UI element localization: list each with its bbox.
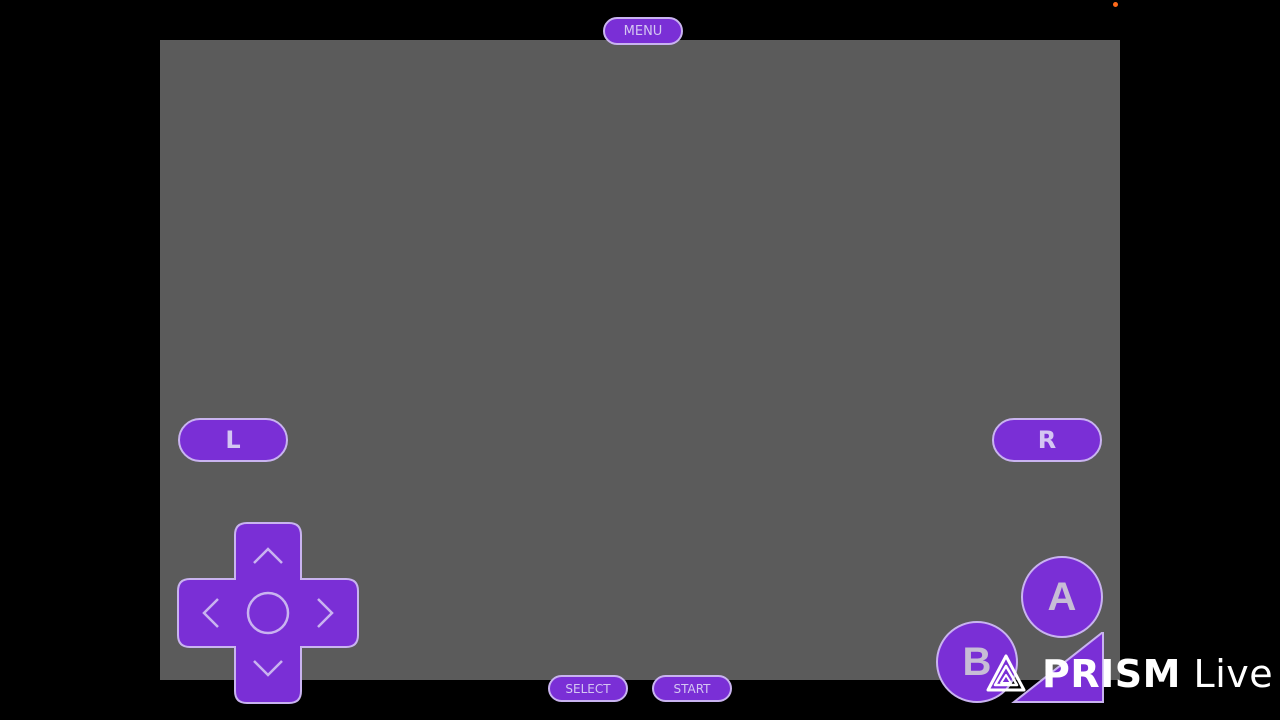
- dpad-right-button[interactable]: [301, 580, 357, 646]
- left-arrow-icon: [202, 598, 219, 628]
- down-arrow-icon: [253, 660, 283, 677]
- dpad-up-button[interactable]: [235, 524, 301, 580]
- circle-icon: [246, 591, 290, 635]
- right-arrow-icon: [317, 598, 334, 628]
- r-shoulder-button[interactable]: R: [992, 418, 1102, 462]
- status-dot-indicator: [1113, 2, 1118, 7]
- game-screen: [160, 40, 1120, 680]
- prism-live-logo-icon: [986, 632, 1104, 703]
- dpad[interactable]: [177, 522, 359, 704]
- menu-button[interactable]: MENU: [603, 17, 683, 45]
- start-button[interactable]: START: [652, 675, 732, 702]
- dpad-down-button[interactable]: [235, 646, 301, 702]
- watermark-bold-text: PRISM: [1042, 652, 1181, 696]
- watermark-text: PRISM Live: [1042, 652, 1273, 696]
- dpad-center-button[interactable]: [243, 588, 293, 638]
- select-button[interactable]: SELECT: [548, 675, 628, 702]
- l-shoulder-button[interactable]: L: [178, 418, 288, 462]
- dpad-shape: [177, 522, 359, 704]
- dpad-left-button[interactable]: [179, 580, 235, 646]
- a-button[interactable]: A: [1021, 556, 1103, 638]
- watermark-light-text: Live: [1180, 652, 1274, 696]
- up-arrow-icon: [253, 547, 283, 564]
